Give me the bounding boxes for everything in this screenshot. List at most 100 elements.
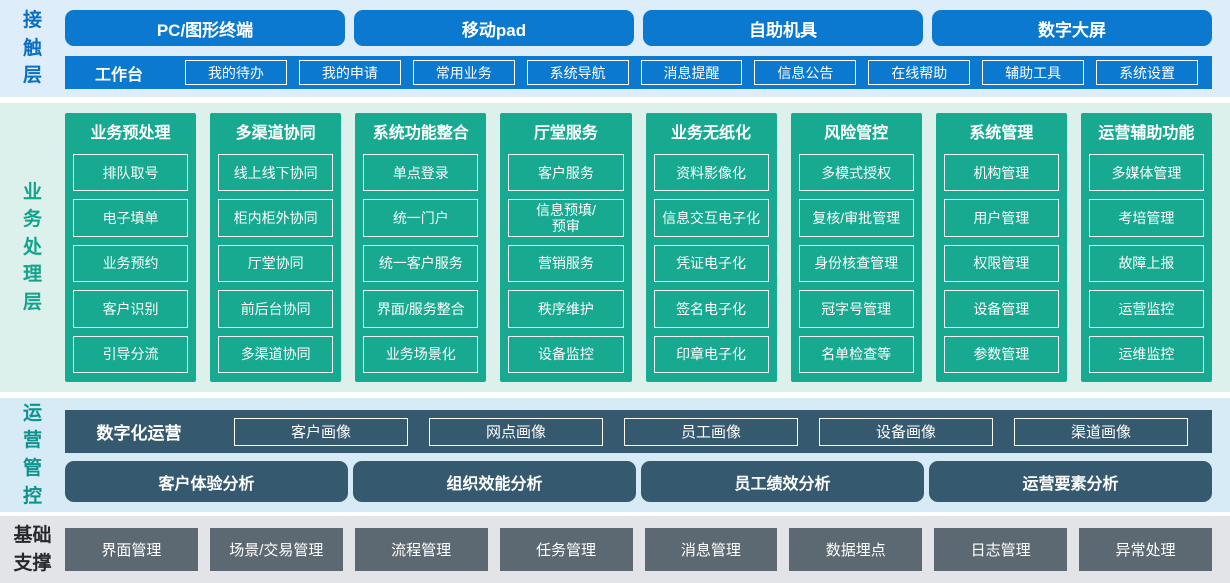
workbench-item-my-applications[interactable]: 我的申请 — [298, 60, 401, 85]
module-item[interactable]: 凭证电子化 — [653, 244, 769, 283]
module-item[interactable]: 设备监控 — [508, 335, 624, 374]
column-title: 厅堂服务 — [533, 125, 598, 142]
workbench-item-message-alerts[interactable]: 消息提醒 — [640, 60, 743, 85]
contact-layer-label-cell: 接触层 — [0, 0, 65, 97]
module-item[interactable]: 权限管理 — [943, 244, 1059, 283]
foundation-log-management[interactable]: 日志管理 — [934, 528, 1068, 571]
analysis-organizational-efficiency[interactable]: 组织效能分析 — [353, 461, 636, 502]
workbench-item-system-navigation[interactable]: 系统导航 — [526, 60, 629, 85]
foundation-task-management[interactable]: 任务管理 — [499, 528, 633, 571]
workbench-item-auxiliary-tools[interactable]: 辅助工具 — [982, 60, 1085, 85]
module-item[interactable]: 线上线下协同 — [218, 154, 334, 192]
workbench-item-announcements[interactable]: 信息公告 — [754, 60, 857, 85]
terminal-digital-screen-button[interactable]: 数字大屏 — [932, 10, 1212, 46]
module-item[interactable]: 复核/审批管理 — [798, 199, 914, 237]
profile-customer[interactable]: 客户画像 — [234, 417, 408, 446]
module-item[interactable]: 信息预填/ 预审 — [508, 199, 624, 237]
module-item[interactable]: 厅堂协同 — [218, 244, 334, 283]
module-item[interactable]: 客户识别 — [73, 290, 189, 328]
module-item[interactable]: 营销服务 — [508, 244, 624, 283]
column-title: 系统功能整合 — [372, 125, 469, 142]
contact-layer-label: 接触层 — [22, 10, 42, 87]
module-item[interactable]: 客户服务 — [508, 154, 624, 192]
module-item[interactable]: 业务场景化 — [363, 335, 479, 374]
foundation-process-management[interactable]: 流程管理 — [354, 528, 488, 571]
module-item[interactable]: 运维监控 — [1088, 335, 1204, 374]
foundation-data-tracking[interactable]: 数据埋点 — [789, 528, 923, 571]
foundation-scenario-transaction-management[interactable]: 场景/交易管理 — [209, 528, 343, 571]
contact-layer: 接触层 PC/图形终端 移动pad 自助机具 数字大屏 工作台 我的待办 我的申… — [0, 0, 1230, 97]
foundation-layer-label-cell: 基础 支撑 — [0, 516, 65, 583]
module-item[interactable]: 界面/服务整合 — [363, 290, 479, 328]
module-item[interactable]: 用户管理 — [943, 199, 1059, 237]
analysis-operational-elements[interactable]: 运营要素分析 — [929, 461, 1212, 502]
business-columns: 业务预处理 排队取号 电子填单 业务预约 客户识别 引导分流 多渠道协同 线上线… — [65, 103, 1230, 392]
foundation-message-management[interactable]: 消息管理 — [644, 528, 778, 571]
terminal-mobile-pad-button[interactable]: 移动pad — [354, 10, 634, 46]
operations-layer-label: 运营管控 — [22, 402, 42, 507]
workbench-item-system-settings[interactable]: 系统设置 — [1096, 60, 1199, 85]
terminal-row: PC/图形终端 移动pad 自助机具 数字大屏 — [65, 10, 1212, 46]
module-item[interactable]: 多渠道协同 — [218, 335, 334, 374]
column-title: 运营辅助功能 — [1098, 125, 1195, 142]
profile-outlet[interactable]: 网点画像 — [429, 417, 603, 446]
column-title: 系统管理 — [969, 125, 1034, 142]
column-business-preprocessing: 业务预处理 排队取号 电子填单 业务预约 客户识别 引导分流 — [65, 113, 197, 382]
module-item[interactable]: 印章电子化 — [653, 335, 769, 374]
foundation-exception-handling[interactable]: 异常处理 — [1079, 528, 1212, 571]
module-item[interactable]: 引导分流 — [73, 335, 189, 374]
digital-operations-bar: 数字化运营 客户画像 网点画像 员工画像 设备画像 渠道画像 — [65, 410, 1212, 453]
module-item[interactable]: 机构管理 — [943, 154, 1059, 192]
workbench-item-online-help[interactable]: 在线帮助 — [868, 60, 971, 85]
column-title: 多渠道协同 — [235, 125, 316, 142]
module-item[interactable]: 单点登录 — [363, 154, 479, 192]
module-item[interactable]: 参数管理 — [943, 335, 1059, 374]
module-item[interactable]: 前后台协同 — [218, 290, 334, 328]
module-item[interactable]: 业务预约 — [73, 244, 189, 283]
column-operations-auxiliary-functions: 运营辅助功能 多媒体管理 考培管理 故障上报 运营监控 运维监控 — [1080, 113, 1212, 382]
module-item[interactable]: 电子填单 — [73, 199, 189, 237]
module-item[interactable]: 考培管理 — [1088, 199, 1204, 237]
module-item[interactable]: 签名电子化 — [653, 290, 769, 328]
module-item[interactable]: 故障上报 — [1088, 244, 1204, 283]
module-item[interactable]: 身份核查管理 — [798, 244, 914, 283]
module-item[interactable]: 名单检查等 — [798, 335, 914, 374]
column-risk-control: 风险管控 多模式授权 复核/审批管理 身份核查管理 冠字号管理 名单检查等 — [790, 113, 922, 382]
analysis-customer-experience[interactable]: 客户体验分析 — [65, 461, 348, 502]
module-item[interactable]: 秩序维护 — [508, 290, 624, 328]
operations-layer-body: 数字化运营 客户画像 网点画像 员工画像 设备画像 渠道画像 客户体验分析 组织… — [65, 398, 1230, 512]
column-paperless-business: 业务无纸化 资料影像化 信息交互电子化 凭证电子化 签名电子化 印章电子化 — [645, 113, 777, 382]
foundation-interface-management[interactable]: 界面管理 — [65, 528, 198, 571]
workbench-item-common-business[interactable]: 常用业务 — [412, 60, 515, 85]
terminal-self-service-button[interactable]: 自助机具 — [643, 10, 923, 46]
module-item[interactable]: 信息交互电子化 — [653, 199, 769, 237]
foundation-row: 界面管理 场景/交易管理 流程管理 任务管理 消息管理 数据埋点 日志管理 异常… — [65, 516, 1230, 583]
profile-channel[interactable]: 渠道画像 — [1014, 417, 1188, 446]
module-item[interactable]: 排队取号 — [73, 154, 189, 192]
module-item[interactable]: 运营监控 — [1088, 290, 1204, 328]
module-item[interactable]: 统一门户 — [363, 199, 479, 237]
contact-layer-body: PC/图形终端 移动pad 自助机具 数字大屏 工作台 我的待办 我的申请 常用… — [65, 0, 1230, 97]
business-processing-layer: 业务处理层 业务预处理 排队取号 电子填单 业务预约 客户识别 引导分流 多渠道… — [0, 103, 1230, 392]
module-item[interactable]: 统一客户服务 — [363, 244, 479, 283]
module-item[interactable]: 资料影像化 — [653, 154, 769, 192]
foundation-support-layer: 基础 支撑 界面管理 场景/交易管理 流程管理 任务管理 消息管理 数据埋点 日… — [0, 516, 1230, 583]
profile-equipment[interactable]: 设备画像 — [819, 417, 993, 446]
workbench-label: 工作台 — [94, 66, 143, 84]
module-item[interactable]: 冠字号管理 — [798, 290, 914, 328]
module-item[interactable]: 设备管理 — [943, 290, 1059, 328]
operations-layer-label-cell: 运营管控 — [0, 398, 65, 512]
analysis-row: 客户体验分析 组织效能分析 员工绩效分析 运营要素分析 — [65, 461, 1212, 502]
column-system-function-integration: 系统功能整合 单点登录 统一门户 统一客户服务 界面/服务整合 业务场景化 — [355, 113, 487, 382]
module-item[interactable]: 柜内柜外协同 — [218, 199, 334, 237]
column-title: 业务无纸化 — [671, 125, 752, 142]
analysis-employee-performance[interactable]: 员工绩效分析 — [641, 461, 924, 502]
module-item[interactable]: 多媒体管理 — [1088, 154, 1204, 192]
profile-employee[interactable]: 员工画像 — [624, 417, 798, 446]
column-system-management: 系统管理 机构管理 用户管理 权限管理 设备管理 参数管理 — [935, 113, 1067, 382]
terminal-pc-button[interactable]: PC/图形终端 — [65, 10, 345, 46]
column-multichannel-collaboration: 多渠道协同 线上线下协同 柜内柜外协同 厅堂协同 前后台协同 多渠道协同 — [210, 113, 342, 382]
workbench-item-my-todo[interactable]: 我的待办 — [185, 60, 287, 85]
module-item[interactable]: 多模式授权 — [798, 154, 914, 192]
